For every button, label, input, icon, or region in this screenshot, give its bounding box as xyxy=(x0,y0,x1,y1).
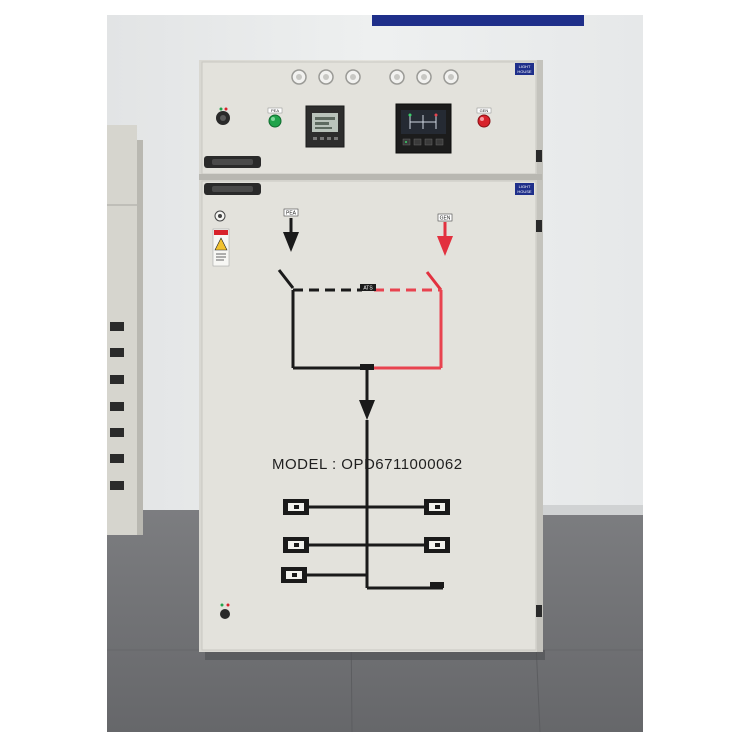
upper-handle xyxy=(204,156,261,168)
gen-diagram-label: GEN xyxy=(440,216,451,222)
ats-diagram-label: ATS xyxy=(363,286,373,292)
breaker-right-1 xyxy=(424,499,450,515)
pea-tag xyxy=(283,208,299,217)
mimic-diagram: PEA GEN ATS xyxy=(277,208,453,590)
warning-label xyxy=(212,228,230,267)
power-meter xyxy=(305,105,345,148)
pea-diagram-label: PEA xyxy=(286,211,297,217)
brand-badge-top: LIGHT HOUSE xyxy=(515,63,534,75)
brand-line2: HOUSE xyxy=(517,69,532,74)
breaker-right-2 xyxy=(424,537,450,553)
breaker-left-3 xyxy=(281,567,307,583)
pea-arrow xyxy=(283,232,299,252)
model-label: MODEL : OPD6711000062 xyxy=(272,456,463,473)
gen-indicator-lamp: GEN xyxy=(476,107,492,128)
breaker-left-2 xyxy=(283,537,309,553)
lower-handle xyxy=(204,183,261,195)
selector-knobs xyxy=(291,69,459,85)
key-switch-bottom xyxy=(220,603,230,619)
lower-door xyxy=(201,180,537,651)
breakers xyxy=(281,499,450,583)
brand-line1: LIGHT xyxy=(519,64,531,69)
adjacent-cabinet xyxy=(107,125,143,535)
key-switch-top xyxy=(216,107,230,125)
gen-tag xyxy=(437,213,453,222)
ats-tag xyxy=(360,284,376,291)
gen-lamp-label: GEN xyxy=(480,108,489,113)
brand-line1-lower: LIGHT xyxy=(519,184,531,189)
brand-badge-lower: LIGHT HOUSE xyxy=(515,183,534,195)
door-lock-indicator xyxy=(214,210,226,222)
breaker-left-1 xyxy=(283,499,309,515)
main-cabinet xyxy=(199,60,543,652)
feeder-arrow xyxy=(359,400,375,420)
pea-indicator-lamp: PEA xyxy=(267,107,283,128)
pea-lamp-label: PEA xyxy=(271,108,279,113)
brand-line2-lower: HOUSE xyxy=(517,189,532,194)
gen-arrow xyxy=(437,236,453,256)
blue-frame xyxy=(372,15,584,26)
ats-controller xyxy=(395,103,452,154)
